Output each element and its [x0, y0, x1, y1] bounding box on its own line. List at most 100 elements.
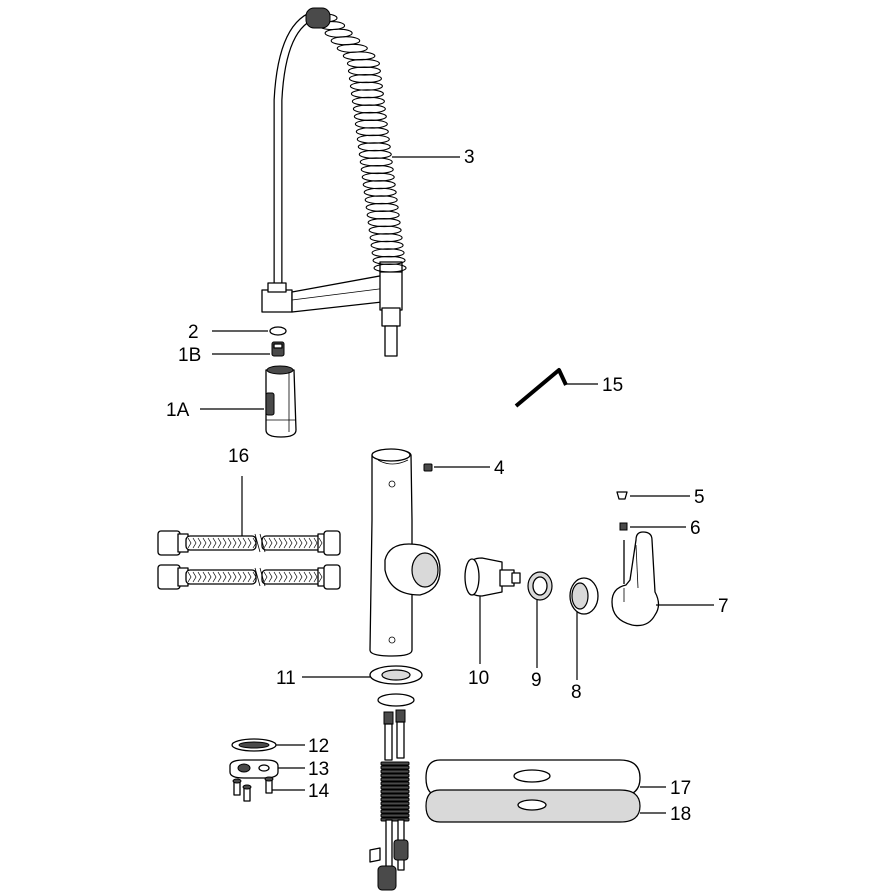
label-4: 4 [494, 458, 505, 479]
spring-coil [360, 164, 394, 175]
spring-coil [371, 248, 405, 258]
part-4-set-screw [423, 463, 433, 472]
braid-mark [247, 537, 252, 549]
braid-mark [232, 571, 237, 583]
spring-coil [363, 187, 397, 197]
hose-ridge [380, 801, 410, 806]
braid-mark [308, 571, 313, 583]
part-18-gasket [425, 789, 641, 823]
braid-mark [268, 537, 273, 549]
hose-ridge [380, 769, 410, 774]
braid-mark [242, 571, 247, 583]
spring-coil [359, 157, 393, 167]
braid-mark [202, 537, 207, 549]
label-15: 15 [602, 375, 623, 396]
hose-ridge [380, 809, 410, 814]
label-13: 13 [308, 759, 329, 780]
part-7-handle [611, 531, 660, 627]
hose-ridge [380, 797, 410, 802]
spring-coil [352, 104, 386, 114]
part-8-cap [569, 577, 599, 615]
hose-ridge [380, 761, 410, 766]
spring-coil [346, 58, 380, 69]
spring-coil [362, 180, 396, 190]
spring-coil [330, 36, 361, 46]
braid-mark [252, 571, 257, 583]
spring-coil [365, 202, 399, 212]
label-1A: 1A [166, 400, 190, 421]
braid-mark [318, 537, 323, 549]
part-14-screws [232, 776, 274, 802]
part-16-braided-hoses [157, 530, 341, 590]
label-12: 12 [308, 736, 329, 757]
hose-ridge [380, 777, 410, 782]
label-17: 17 [670, 778, 691, 799]
spring-coil [347, 66, 381, 76]
braid-mark [308, 537, 313, 549]
braid-mark [283, 537, 288, 549]
braid-mark [192, 537, 197, 549]
hose-ridge [380, 785, 410, 790]
leader-lines [200, 156, 714, 814]
part-labels: 3 2 1B 1A 15 16 4 5 6 7 10 9 8 11 12 13 … [166, 147, 729, 825]
label-5: 5 [694, 487, 705, 508]
spring-coil [336, 43, 368, 53]
spring-coil [354, 119, 388, 129]
spring-coil [355, 127, 389, 137]
hose-ridge [380, 773, 410, 778]
spring-coil [358, 149, 392, 159]
label-16: 16 [228, 446, 249, 467]
label-9: 9 [531, 670, 542, 691]
braid-mark [192, 571, 197, 583]
braid-mark [288, 537, 293, 549]
part-1A-spray-head [265, 365, 297, 438]
part-13-bracket [229, 759, 279, 779]
spring-coil [361, 172, 395, 182]
braid-mark [298, 537, 303, 549]
label-11: 11 [276, 668, 296, 689]
braid-mark [222, 571, 227, 583]
part-10-cartridge [464, 557, 521, 597]
part-1B-adapter [271, 341, 285, 357]
braid-mark [187, 571, 192, 583]
braid-mark [273, 537, 278, 549]
spring-coil [356, 134, 390, 144]
braid-mark [247, 571, 252, 583]
corrugated-hose [380, 761, 410, 822]
spring-coil [357, 142, 391, 152]
braid-mark [227, 571, 232, 583]
braid-mark [217, 571, 222, 583]
label-7: 7 [718, 596, 729, 617]
part-11-washer [369, 665, 423, 685]
hose-ridge [380, 805, 410, 810]
braid-mark [288, 571, 293, 583]
label-18: 18 [670, 804, 691, 825]
spring-coils [312, 13, 407, 273]
faucet-body [369, 448, 441, 657]
hose-ridge [380, 765, 410, 770]
supply-lines [369, 693, 415, 891]
spring-coil [324, 28, 353, 38]
braid-mark [207, 537, 212, 549]
hose-ridge [380, 781, 410, 786]
spring-coil [370, 240, 404, 250]
spring-coil [369, 233, 403, 243]
braid-mark [293, 571, 298, 583]
braid-mark [298, 571, 303, 583]
part-2-o-ring [269, 326, 287, 336]
braid-mark [232, 537, 237, 549]
braid-mark [313, 571, 318, 583]
braid-mark [303, 571, 308, 583]
braid-mark [212, 571, 217, 583]
braid-mark [227, 537, 232, 549]
braid-mark [278, 571, 283, 583]
braid-mark [252, 537, 257, 549]
spring-coil [350, 89, 384, 99]
braid-mark [283, 571, 288, 583]
braid-mark [237, 571, 242, 583]
label-6: 6 [690, 518, 701, 539]
braid-mark [197, 537, 202, 549]
braid-mark [313, 537, 318, 549]
spring-coil [373, 263, 407, 273]
label-8: 8 [571, 682, 582, 703]
